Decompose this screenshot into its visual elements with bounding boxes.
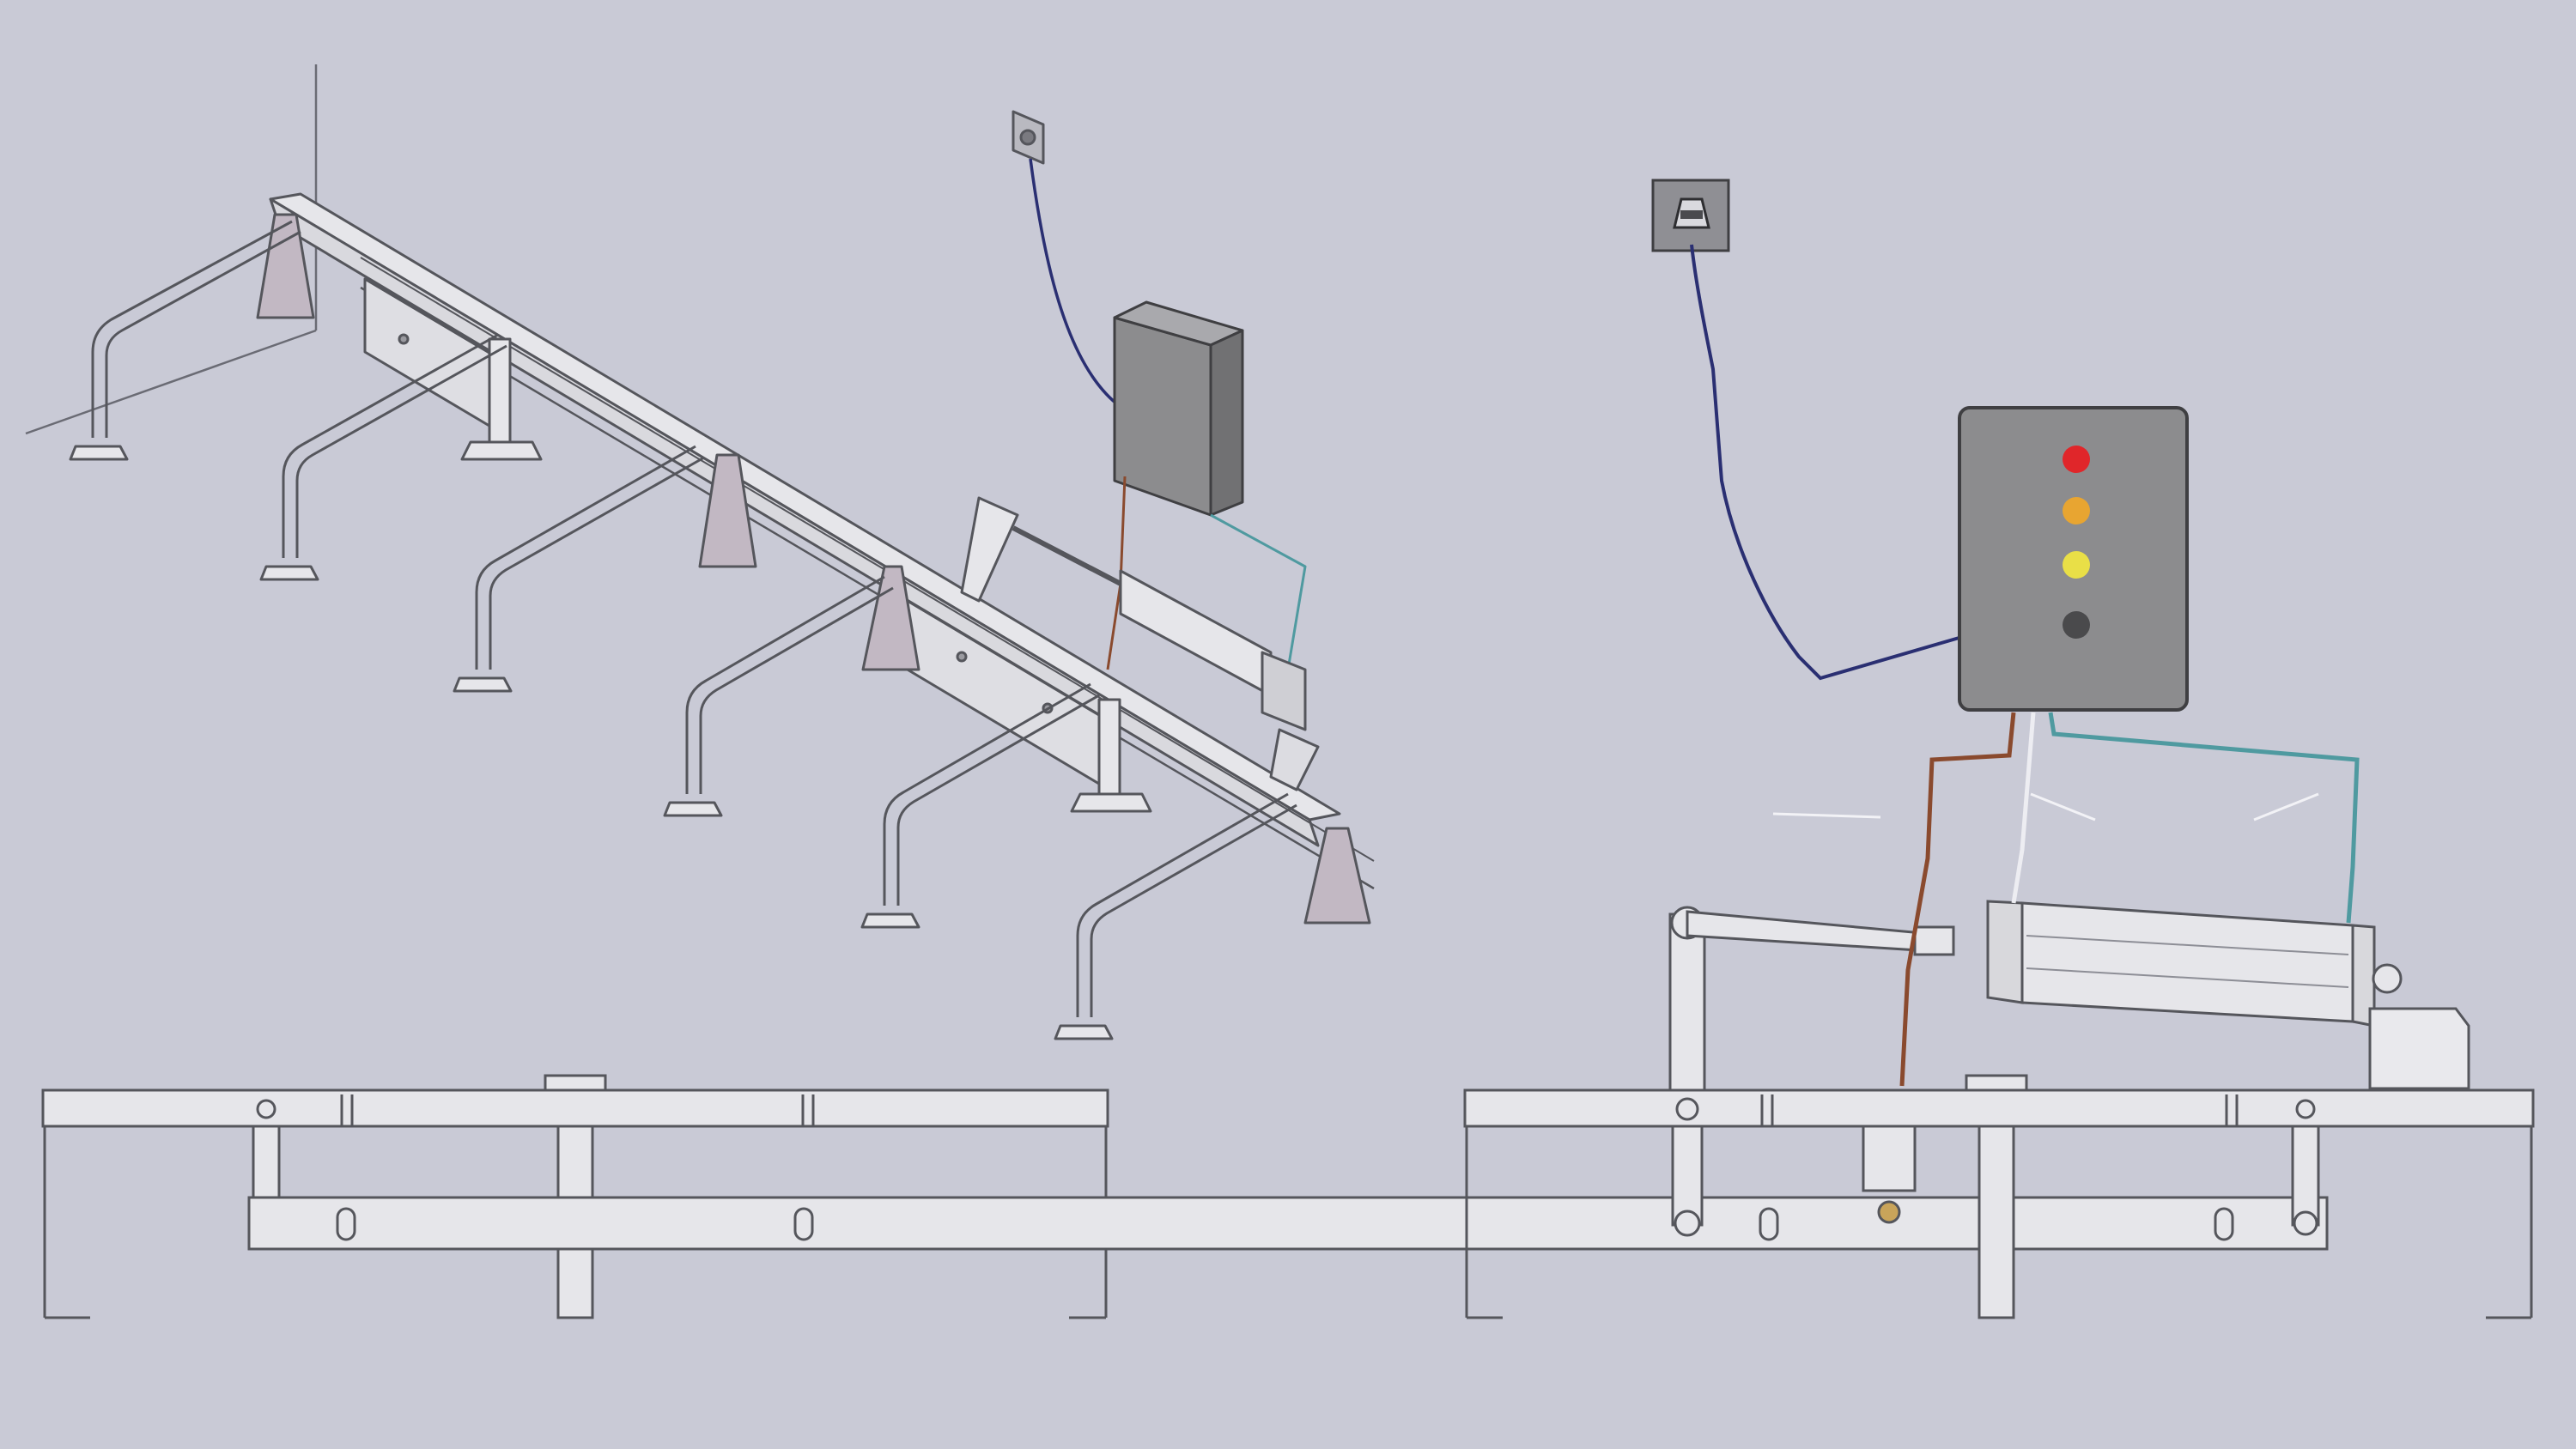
slot-hole (336, 1207, 356, 1241)
wire-teal (2048, 712, 2360, 924)
link-pivot (2293, 1210, 2318, 1236)
connecting-beam (247, 1196, 2329, 1251)
plate-hole (398, 333, 410, 345)
cylinder-front-cap (1986, 900, 2024, 1004)
guard-foot (259, 565, 319, 581)
support-bracket (256, 213, 315, 319)
box-front (1113, 316, 1212, 517)
power-cable (1690, 244, 1963, 681)
cylinder-mount (2368, 1007, 2470, 1090)
iso-pneumatic-cylinder (960, 496, 1320, 791)
tube-guard (699, 586, 894, 794)
cylinder-endcap (1261, 651, 1307, 731)
tube-guard (91, 220, 293, 438)
link-bar (2291, 1125, 2320, 1227)
linkage-arm (960, 496, 1019, 603)
main-beam-channel (360, 257, 1375, 862)
indicator-light-off (2063, 611, 2090, 639)
actuator-linkage (1668, 906, 1955, 1237)
top-bracket (544, 1074, 607, 1092)
indicator-light-red (2063, 446, 2090, 473)
socket-face (1019, 129, 1036, 146)
tube-guard (105, 230, 301, 438)
tube-guard (282, 333, 499, 558)
wire-white (2011, 712, 2036, 904)
iso-wall-socket (1012, 110, 1045, 165)
center-post (1978, 1125, 2015, 1319)
support-bracket (861, 565, 920, 671)
control-wiring (1651, 179, 2360, 1087)
wall-socket (1651, 179, 1730, 252)
top-bracket (1965, 1074, 2028, 1092)
top-rail (1463, 1088, 2535, 1128)
guard-foot (69, 445, 129, 461)
motion-arrow (2253, 792, 2319, 822)
motion-arrow (1772, 812, 1881, 819)
lower-arm (1671, 1125, 1704, 1227)
tube-guard (896, 694, 1100, 906)
top-rail (41, 1088, 1109, 1128)
indicator-light-orange (2063, 497, 2090, 524)
motion-hints (1772, 792, 2319, 822)
frame-post (1097, 698, 1121, 796)
slot-hole (1759, 1207, 1779, 1241)
iso-wire-teal (1210, 513, 1307, 670)
frame-post (488, 337, 512, 444)
guard-foot (860, 912, 920, 929)
tube-guard (489, 456, 705, 670)
tube-guard (295, 344, 507, 558)
indicator-light-yellow (2063, 551, 2090, 579)
tube-guard (1090, 803, 1297, 1017)
socket-slot (1680, 210, 1703, 219)
isometric-frame-assembly (25, 64, 1375, 1040)
plate-hole (956, 651, 968, 663)
slot-hole (793, 1207, 814, 1241)
box-side (1209, 329, 1244, 517)
front-elevation-view (41, 792, 2535, 1319)
mount-plate (1269, 728, 1320, 791)
tube-guards (91, 220, 1297, 1017)
post-foot (460, 440, 543, 461)
tube-guard (475, 445, 696, 670)
valve-fitting (1877, 1200, 1901, 1224)
rail-pin (256, 1099, 276, 1119)
tube-guard (1076, 792, 1289, 1017)
cylinder-highlight (2026, 967, 2349, 988)
upright-arm (1668, 912, 1706, 1092)
motion-arrow (2030, 792, 2096, 822)
arm-pivot (1674, 1210, 1701, 1237)
cylinder-highlight (2026, 935, 2349, 955)
tube-guard (685, 575, 885, 794)
cylinder-body (2020, 901, 2354, 1023)
cylinder-pivot (2372, 963, 2403, 994)
slot-hole (2214, 1207, 2234, 1241)
indicator-lights (2063, 446, 2090, 639)
control-panel (1958, 406, 2189, 712)
iso-power-cable (1029, 158, 1118, 405)
rail-pin (2295, 1099, 2316, 1119)
valve-block (1862, 1125, 1917, 1192)
support-bracket (1303, 827, 1371, 925)
guard-foot (453, 676, 513, 693)
power-socket-icon (1673, 197, 1710, 229)
piston-rod (1012, 525, 1122, 586)
iso-control-box (1113, 300, 1244, 517)
post-foot (1070, 792, 1152, 813)
floor-edge-line (25, 329, 317, 435)
guard-foot (1054, 1024, 1114, 1040)
pneumatic-cylinder (1986, 900, 2470, 1090)
tube-guard (883, 682, 1091, 906)
right-frame-section (1463, 1074, 2535, 1319)
support-bracket (698, 453, 757, 568)
rod-collar (1913, 925, 1955, 956)
guard-foot (663, 801, 723, 817)
rail-pivot (1675, 1097, 1699, 1121)
wire-brown (1899, 712, 2016, 1087)
